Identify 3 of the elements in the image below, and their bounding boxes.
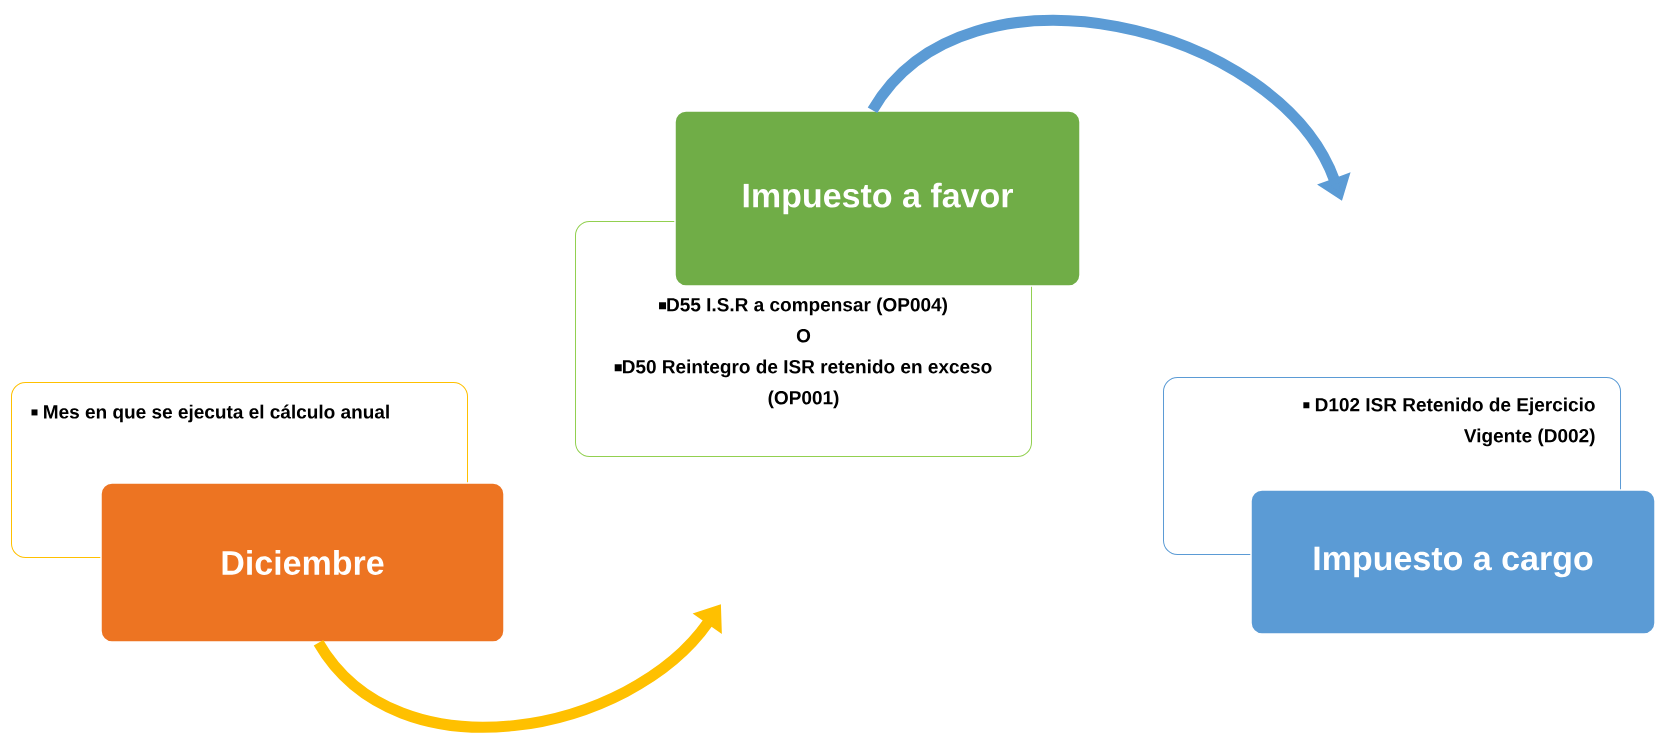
heading-box: Impuesto a cargo xyxy=(1250,489,1656,635)
heading-box: Diciembre xyxy=(100,482,505,643)
heading-box: Impuesto a favor xyxy=(674,110,1081,287)
